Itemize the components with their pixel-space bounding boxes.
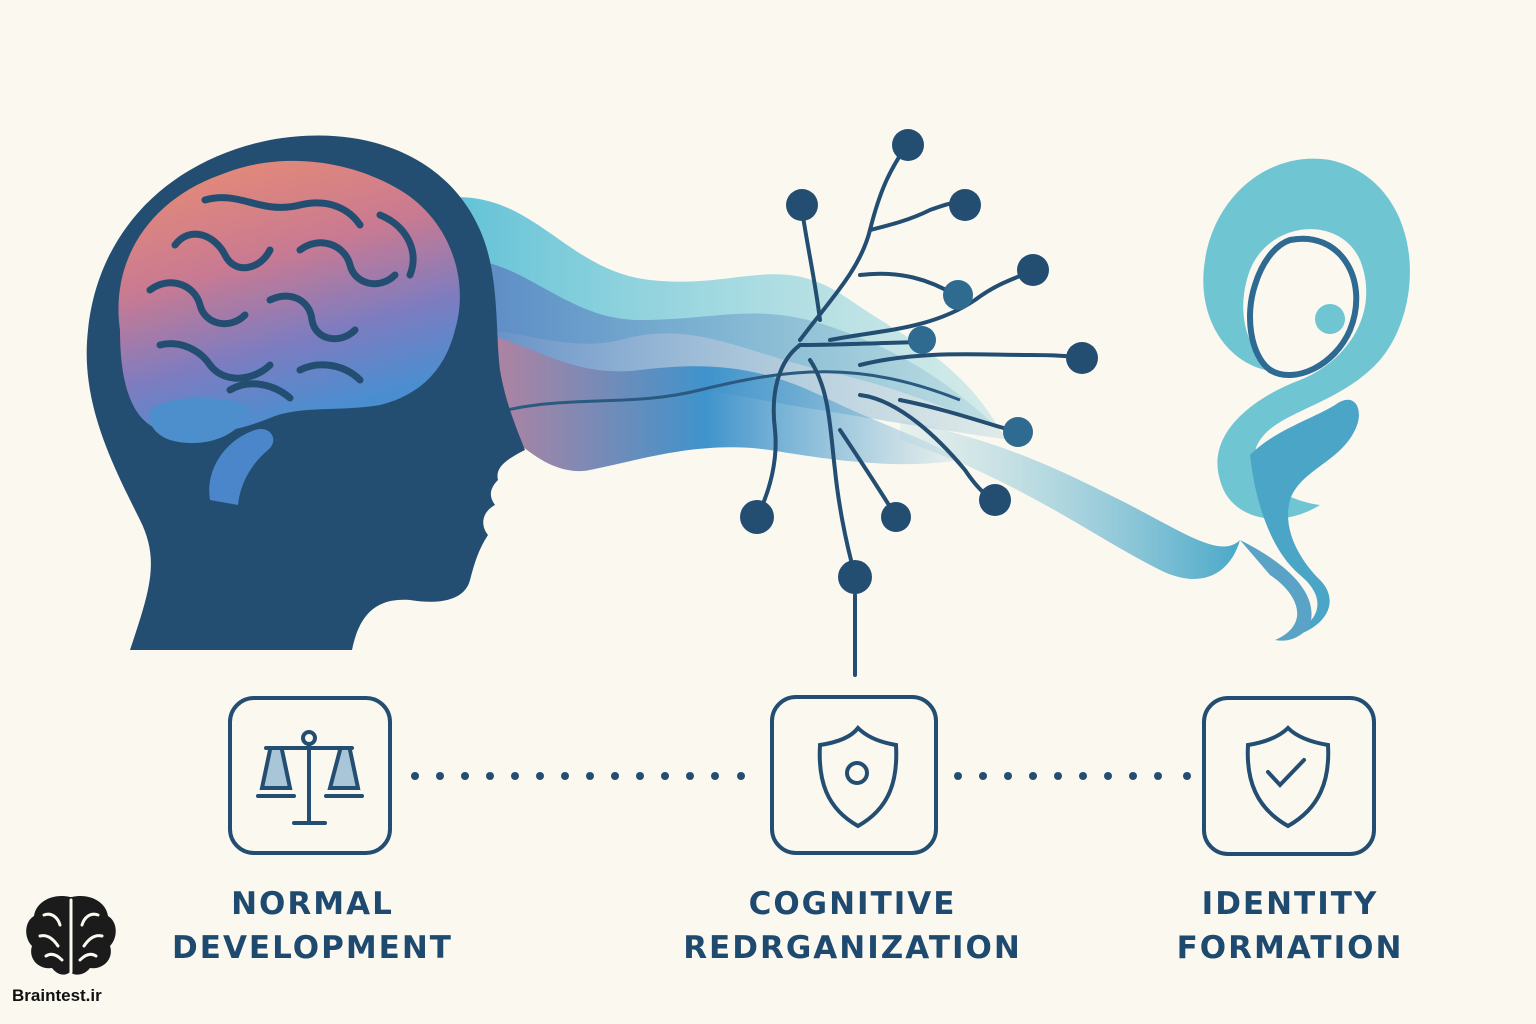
stage-label-cognitive-reorganization: COGNITIVE REDRGANIZATION (665, 882, 1040, 970)
stage-label-line1: IDENTITY (1201, 886, 1379, 922)
cerebellum (149, 398, 250, 444)
dotted-connector-2 (954, 772, 1191, 780)
neuron-nodes (740, 129, 1098, 594)
shield-check-icon (1245, 725, 1331, 829)
wave-line (469, 370, 961, 422)
neuron-node (943, 280, 973, 310)
ribbon-inner (1247, 235, 1360, 378)
stage-label-normal-development: NORMAL DEVELOPMENT (150, 882, 475, 970)
neuron-node (979, 484, 1011, 516)
wave-tail (900, 420, 1240, 579)
neuron-node (740, 500, 774, 534)
stage-boxes (228, 695, 1376, 856)
balance-scale-icon (256, 730, 364, 825)
stage-label-line2: FORMATION (1176, 930, 1404, 966)
brain-folds (146, 194, 417, 402)
neuron-node (1066, 342, 1098, 374)
brain-stem (209, 429, 274, 505)
neuron-node (838, 560, 872, 594)
neuron-node (892, 129, 924, 161)
neuron-node (908, 326, 936, 354)
neuron-node (881, 502, 911, 532)
stage-label-identity-formation: IDENTITY FORMATION (1160, 882, 1420, 970)
ribbon-loop (1203, 158, 1410, 519)
ribbon-tail (1240, 540, 1312, 641)
stage-label-line1: NORMAL (231, 886, 394, 922)
dotted-connector-1 (411, 772, 745, 780)
neuron-node (1003, 417, 1033, 447)
brand-text: Braintest.ir (12, 986, 102, 1005)
neuron-node (949, 189, 981, 221)
brain-illustration (118, 160, 460, 505)
neuron-node (1017, 254, 1049, 286)
shield-icon (817, 724, 899, 829)
stage-label-line1: COGNITIVE (748, 886, 957, 922)
stage-label-line2: REDRGANIZATION (683, 930, 1022, 966)
ribbon-dot (1315, 304, 1345, 334)
flow-waves (430, 197, 1240, 579)
stage-label-line2: DEVELOPMENT (172, 930, 453, 966)
ribbon-twist (1250, 399, 1359, 640)
identity-ribbon (1203, 158, 1410, 641)
neuron-node (786, 189, 818, 221)
brain-logo-icon (26, 896, 116, 975)
